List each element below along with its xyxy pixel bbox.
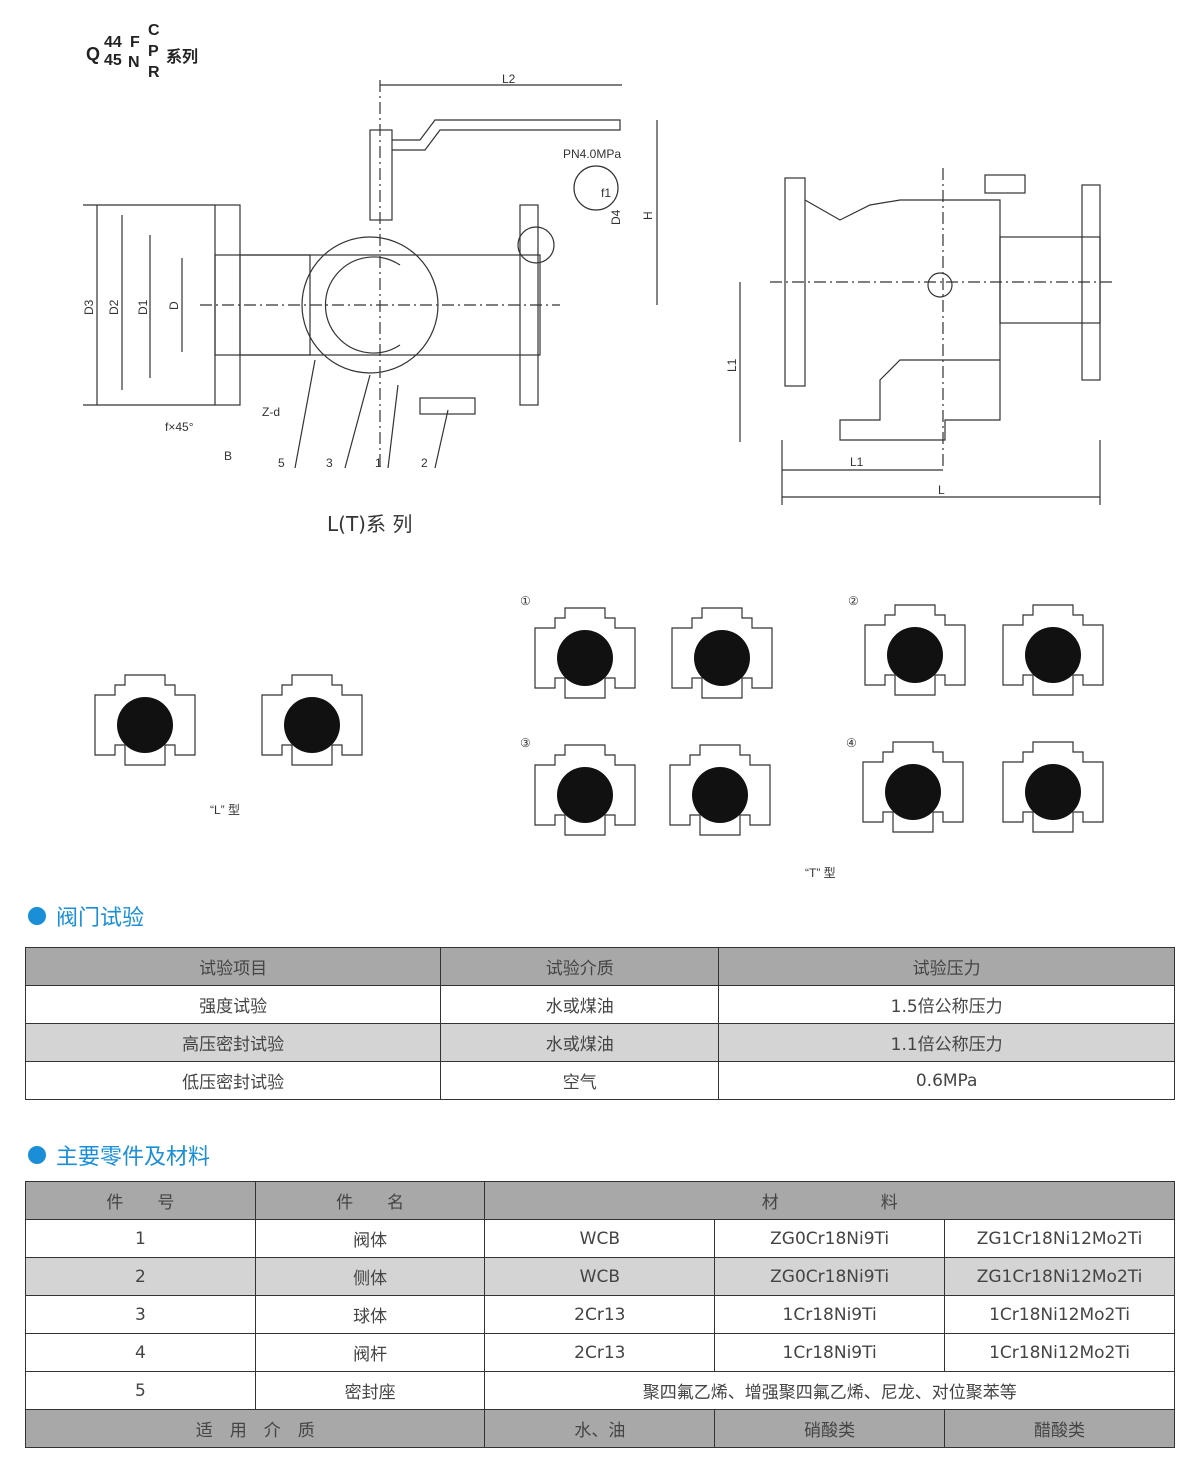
dim-d: D: [167, 301, 181, 310]
part-2: 2: [421, 456, 428, 470]
flow-num-2: ②: [848, 594, 859, 608]
front-view: [83, 80, 658, 470]
l-type-valve: [261, 674, 363, 766]
dim-l: L: [938, 483, 945, 497]
bullet-icon: [28, 907, 46, 925]
dim-d2: D2: [107, 299, 121, 315]
test-section-title: 阀门试验: [28, 900, 144, 932]
dim-pn: PN4.0MPa: [563, 147, 621, 161]
dim-l1-vert: L1: [725, 358, 739, 372]
media-row: 适 用 介 质水、油硝酸类醋酸类: [24, 1409, 1175, 1448]
flow-num-4: ④: [846, 736, 857, 750]
l-type-caption: “L” 型: [210, 803, 240, 817]
part-5: 5: [278, 456, 285, 470]
flow-num-3: ③: [520, 736, 531, 750]
dim-b: B: [224, 449, 232, 463]
dim-d1: D1: [136, 299, 150, 315]
side-view: [739, 168, 1115, 505]
dim-h: H: [641, 211, 655, 220]
dim-l1: L1: [850, 455, 864, 469]
dim-l2: L2: [502, 72, 516, 86]
dim-d4: D4: [609, 209, 623, 225]
flow-diagrams: ① ② ③ ④ “L” 型 “T” 型: [94, 594, 1104, 880]
dim-zd: Z-d: [262, 405, 280, 419]
flow-num-1: ①: [520, 594, 531, 608]
part-1: 1: [375, 456, 382, 470]
t-type-caption: “T” 型: [805, 866, 836, 880]
valve-drawing: L2 PN4.0MPa f1 D4 H D3 D2 D1 D Z-d f×45°…: [82, 72, 1115, 505]
parts-section-title: 主要零件及材料: [28, 1139, 210, 1171]
drawing-caption: L(T)系 列: [327, 512, 413, 536]
dim-d3: D3: [82, 299, 96, 315]
dim-fx: f×45°: [165, 420, 194, 434]
l-type-valve: [94, 674, 196, 766]
bullet-icon: [28, 1146, 46, 1164]
dim-f1: f1: [601, 186, 611, 200]
part-3: 3: [326, 456, 333, 470]
